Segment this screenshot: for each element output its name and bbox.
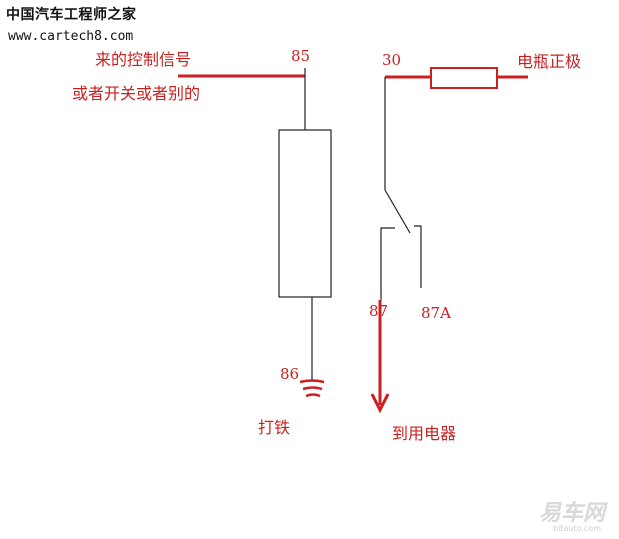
watermark-logo-url: bitauto.com — [553, 524, 601, 533]
label-pin-86: 86 — [280, 365, 300, 383]
label-pin-85: 85 — [291, 47, 311, 65]
watermark-site-name: 中国汽车工程师之家 — [6, 7, 137, 23]
label-control-signal: 来的控制信号 — [95, 50, 192, 69]
fuse — [430, 67, 498, 89]
label-to-appliance: 到用电器 — [392, 424, 457, 443]
label-battery-positive: 电瓶正极 — [517, 52, 582, 71]
relay-coil — [278, 129, 332, 298]
switch-blade — [384, 189, 411, 234]
watermark-url: www.cartech8.com — [8, 29, 134, 44]
output-arrow-head — [370, 393, 390, 414]
label-pin-30: 30 — [382, 51, 402, 69]
label-pin-87a: 87A — [421, 304, 451, 322]
label-switch-or-other: 或者开关或者别的 — [72, 84, 201, 103]
label-pin-87: 87 — [369, 302, 389, 320]
pin-87a-contact — [414, 225, 422, 288]
ground-symbol — [299, 379, 325, 398]
pin-87-contact — [380, 227, 395, 300]
label-ground: 打铁 — [258, 418, 291, 437]
watermark-logo: 易车网 — [538, 501, 605, 526]
